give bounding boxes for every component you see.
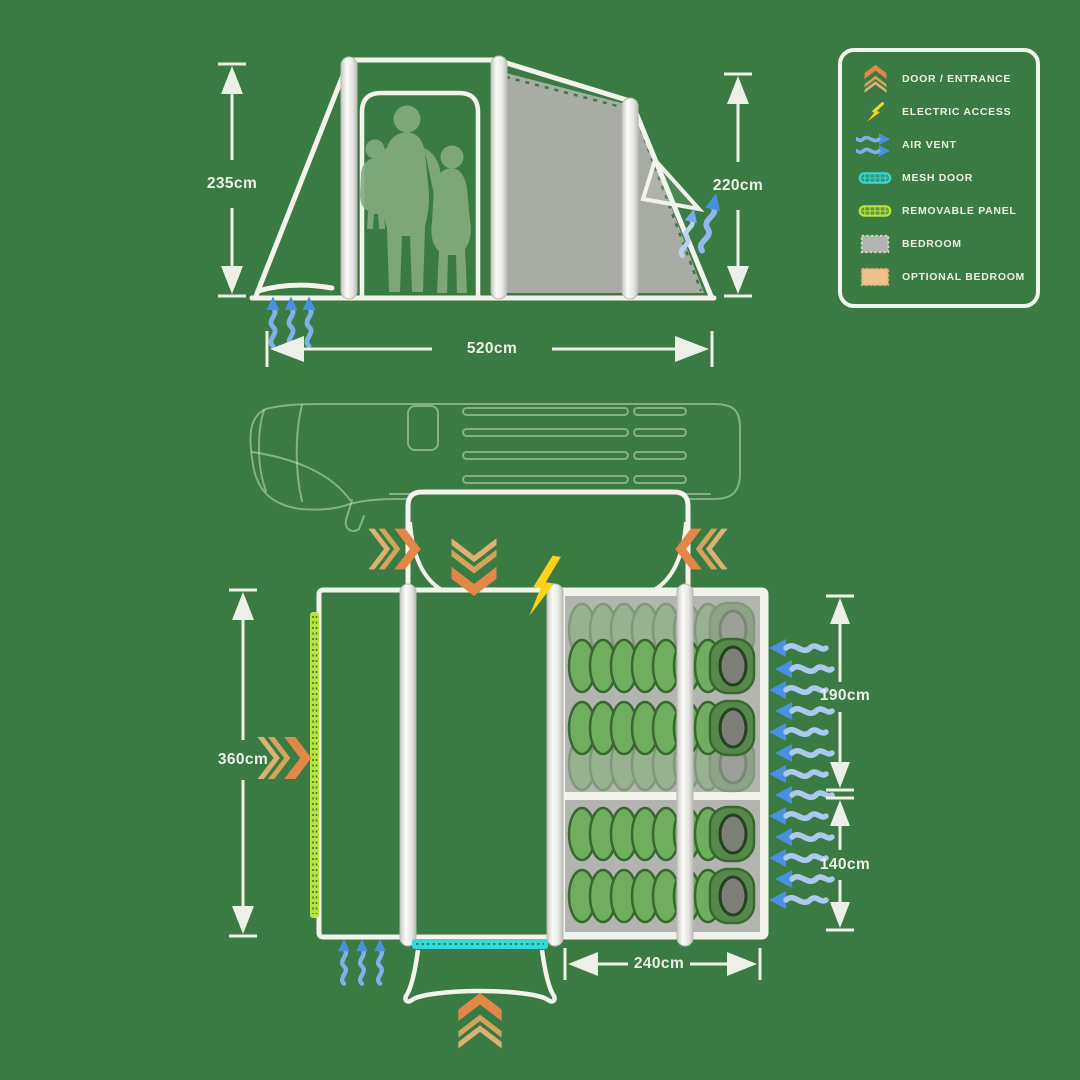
plan-main-bedroom-label: 190cm — [819, 687, 871, 704]
sleeping-bag — [567, 805, 756, 863]
dim-main-bedroom-length — [826, 594, 854, 792]
legend-label: ELECTRIC ACCESS — [902, 106, 1012, 118]
removable-panel-strip — [310, 612, 319, 918]
front-door-entrance-icon — [458, 992, 502, 1049]
front-door-flap — [403, 949, 557, 1004]
plan-bedroom-width-label: 240cm — [633, 955, 685, 972]
optional-bedroom-icon — [848, 267, 902, 287]
dim-small-bedroom-length — [826, 796, 854, 932]
air-pole-middle-plan — [546, 583, 564, 947]
legend-item-electric-access: ELECTRIC ACCESS — [848, 96, 1030, 128]
plan-small-bedroom-label: 140cm — [819, 856, 871, 873]
air-vent-icon — [848, 132, 902, 158]
removable-panel-icon — [848, 204, 902, 218]
mesh-door-icon — [848, 171, 902, 185]
tent-outline — [249, 57, 717, 301]
ground-vent-skirt — [255, 282, 335, 294]
floor-plan — [229, 402, 854, 1049]
family-silhouette — [360, 105, 471, 293]
side-right-height-label: 220cm — [712, 177, 764, 194]
air-pole-front — [340, 56, 358, 300]
plan-vent-arrows-bottom — [338, 939, 386, 984]
legend-item-bedroom: BEDROOM — [848, 228, 1030, 260]
legend-label: OPTIONAL BEDROOM — [902, 271, 1026, 283]
dim-depth — [229, 588, 257, 938]
sleeping-bag — [567, 699, 756, 757]
legend-item-removable-panel: REMOVABLE PANEL — [848, 195, 1030, 227]
sleeping-bag — [567, 867, 756, 925]
sleeping-bag — [567, 637, 756, 695]
air-pole-middle — [490, 55, 508, 300]
side-left-height-label: 235cm — [206, 175, 258, 192]
legend-item-door-entrance: DOOR / ENTRANCE — [848, 63, 1030, 95]
removable-panel-dots — [312, 616, 318, 914]
side-vent-arrows-bottom — [267, 296, 316, 346]
dim-left-height — [218, 62, 246, 298]
mesh-door-strip — [412, 939, 548, 949]
tunnel-door-curves — [408, 521, 688, 592]
legend-label: BEDROOM — [902, 238, 962, 250]
door-entrance-icon — [848, 64, 902, 94]
legend-label: MESH DOOR — [902, 172, 974, 184]
electric-access-icon — [848, 99, 902, 125]
legend-label: DOOR / ENTRANCE — [902, 73, 1012, 85]
air-pole-front-plan — [399, 583, 417, 947]
side-door-outline — [359, 90, 481, 298]
side-width-label: 520cm — [466, 340, 518, 357]
side-view — [218, 55, 752, 367]
legend-item-mesh-door: MESH DOOR — [848, 162, 1030, 194]
legend-item-optional-bedroom: OPTIONAL BEDROOM — [848, 261, 1030, 293]
side-bedroom-panel — [506, 73, 704, 293]
legend-item-air-vent: AIR VENT — [848, 129, 1030, 161]
dim-right-height — [724, 72, 752, 298]
dim-width — [265, 331, 714, 367]
rear-vent-flap — [640, 156, 705, 212]
air-pole-rear-plan — [676, 583, 694, 947]
legend-label: REMOVABLE PANEL — [902, 205, 1017, 217]
bedroom-icon — [848, 234, 902, 254]
air-pole-rear — [621, 97, 639, 300]
legend: DOOR / ENTRANCE ELECTRIC ACCESS AIR VENT — [838, 48, 1040, 308]
legend-label: AIR VENT — [902, 139, 957, 151]
dim-bedroom-width — [563, 948, 762, 980]
plan-depth-label: 360cm — [217, 751, 269, 768]
